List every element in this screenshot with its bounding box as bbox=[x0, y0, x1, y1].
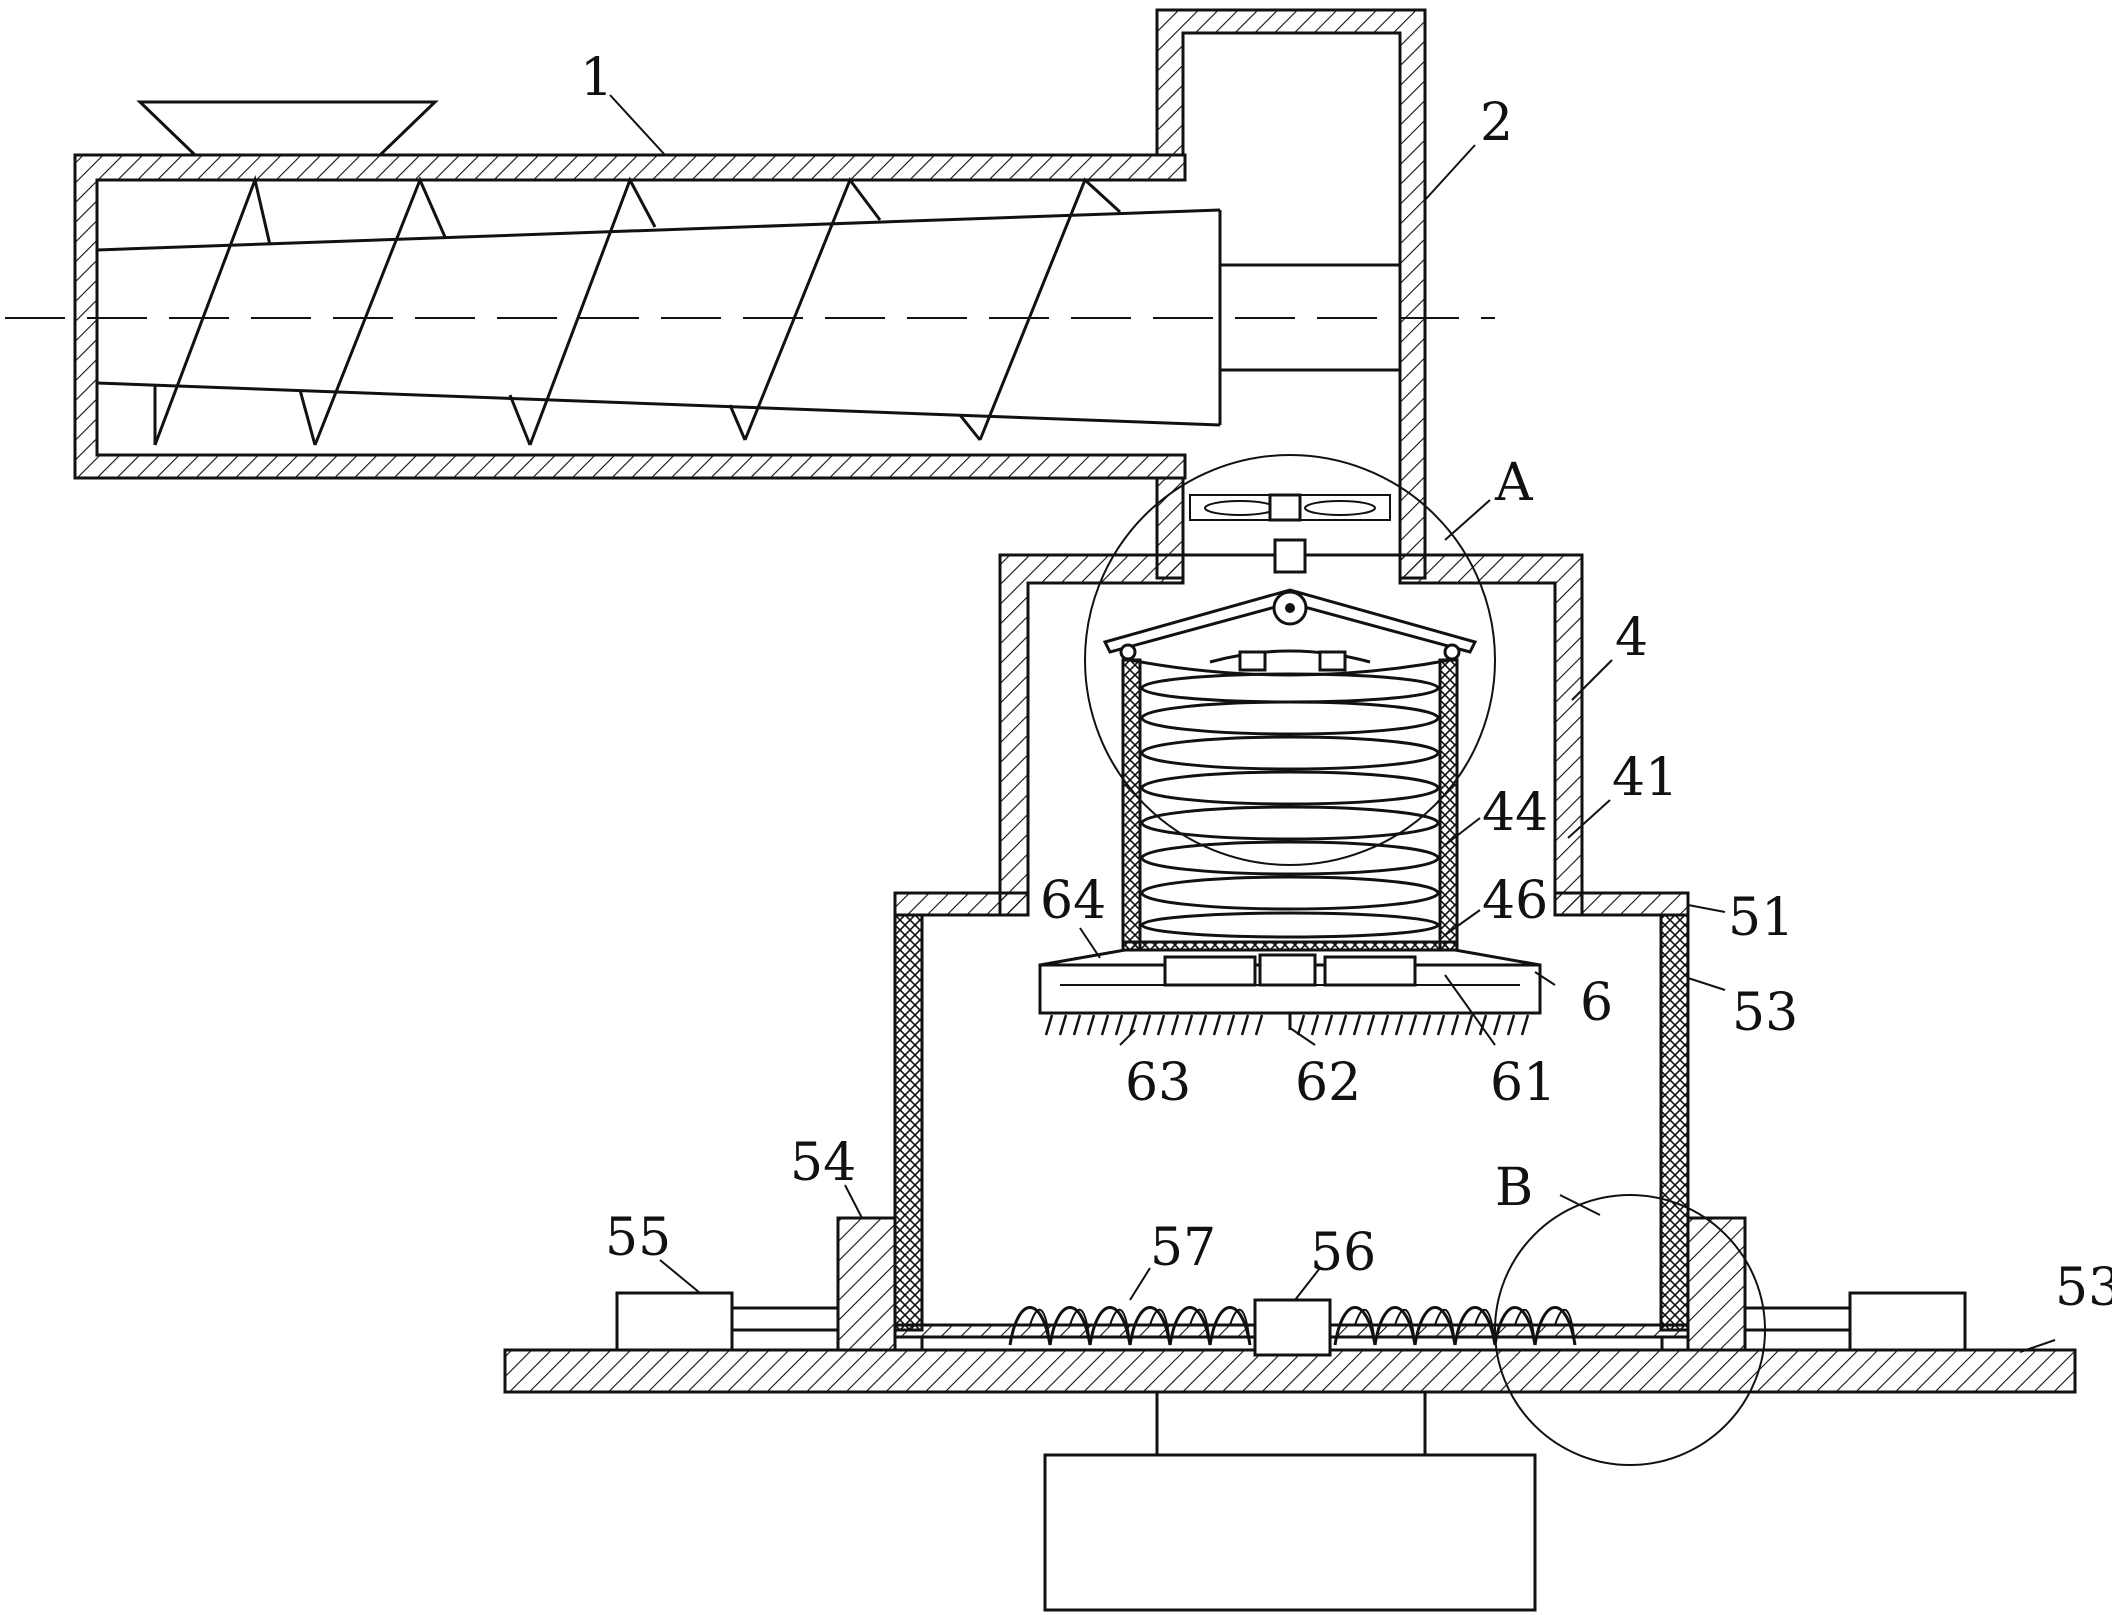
label-54: 54 bbox=[790, 1133, 856, 1193]
label-53-base: 53 bbox=[2055, 1258, 2112, 1318]
brush-bristles bbox=[1044, 1014, 1530, 1036]
label-64: 64 bbox=[1040, 871, 1106, 931]
label-A: A bbox=[1494, 453, 1534, 513]
screw-conveyor bbox=[5, 100, 1495, 480]
label-2: 2 bbox=[1480, 93, 1513, 153]
label-62: 62 bbox=[1295, 1053, 1361, 1113]
base bbox=[503, 1291, 2077, 1612]
label-6: 6 bbox=[1580, 973, 1613, 1033]
label-56: 56 bbox=[1310, 1223, 1376, 1283]
label-46: 46 bbox=[1482, 871, 1548, 931]
label-44: 44 bbox=[1482, 783, 1548, 843]
detail-circle-a bbox=[1084, 454, 1496, 866]
label-53-right: 53 bbox=[1732, 983, 1798, 1043]
spring-drum bbox=[1102, 588, 1478, 954]
bottom-springs bbox=[1008, 1306, 1577, 1346]
label-1: 1 bbox=[580, 48, 613, 108]
brush-head bbox=[1038, 948, 1542, 1036]
part-labels: 1 2 A 4 41 44 46 64 51 6 53 63 62 61 54 … bbox=[580, 48, 2112, 1318]
label-57: 57 bbox=[1150, 1218, 1216, 1278]
leader-lines bbox=[609, 94, 2056, 1353]
label-4: 4 bbox=[1615, 608, 1648, 668]
label-B: B bbox=[1495, 1158, 1533, 1218]
label-61: 61 bbox=[1490, 1053, 1556, 1113]
screw-flights bbox=[153, 174, 1122, 446]
label-51: 51 bbox=[1728, 888, 1794, 948]
lower-chamber bbox=[836, 891, 1747, 1352]
detail-circle-b bbox=[1494, 1194, 1766, 1466]
vertical-pipe bbox=[1155, 8, 1427, 580]
label-63: 63 bbox=[1125, 1053, 1191, 1113]
label-41: 41 bbox=[1612, 748, 1678, 808]
label-55: 55 bbox=[605, 1208, 671, 1268]
spring-coils bbox=[1140, 672, 1440, 939]
